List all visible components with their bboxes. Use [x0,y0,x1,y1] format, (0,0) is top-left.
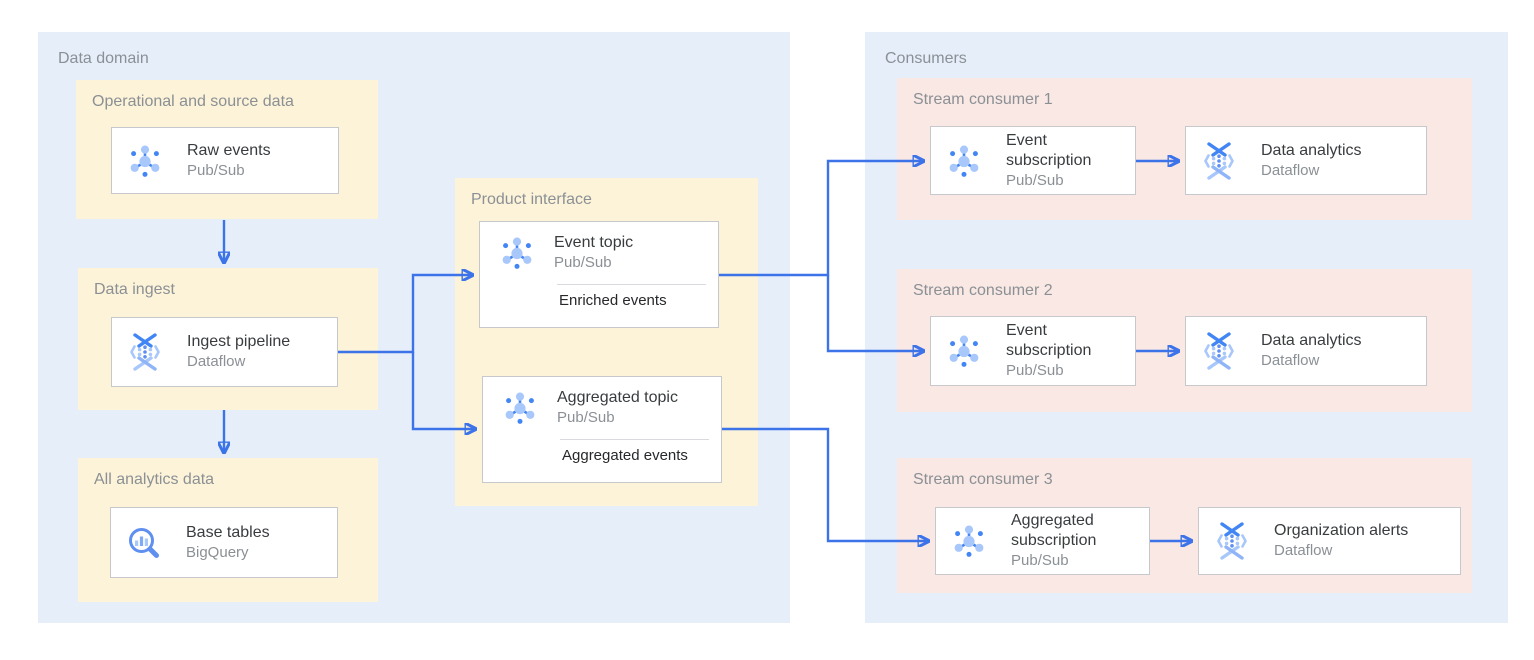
pubsub-icon [125,141,165,181]
card-title: Event topic [554,234,634,251]
card-event-subscription-2: Event subscription Pub/Sub [930,316,1136,386]
pubsub-icon [500,388,540,428]
card-data-analytics-1: Data analytics Dataflow [1185,126,1427,195]
card-title: Event subscription [1006,131,1092,169]
pubsub-icon [949,521,989,561]
data-domain-label: Data domain [58,50,149,67]
bigquery-icon [124,523,164,563]
card-subtitle: Pub/Sub [554,254,612,271]
card-text: Event subscription Pub/Sub [1006,131,1135,191]
card-base-tables: Base tables BigQuery [110,507,338,578]
card-title: Organization alerts [1274,522,1409,539]
group-analytics-label: All analytics data [94,471,215,488]
card-subtitle: Pub/Sub [557,409,615,426]
card-subtitle: BigQuery [186,543,249,561]
consumers-label: Consumers [885,50,967,67]
card-text: Base tables BigQuery [186,523,270,563]
card-subtitle: Dataflow [1274,542,1333,559]
card-subtitle: Dataflow [1261,352,1320,369]
card-event-subscription-1: Event subscription Pub/Sub [930,126,1136,195]
card-text: Event topic Pub/Sub [554,233,633,273]
card-divider [557,284,706,285]
card-text: Aggregated subscription Pub/Sub [1011,511,1149,571]
pubsub-icon [497,233,537,273]
card-subtitle: Pub/Sub [1006,171,1064,189]
card-text: Raw events Pub/Sub [187,141,271,181]
pubsub-icon [944,141,984,181]
card-aggregated-topic: Aggregated topic Pub/Sub Aggregated even… [482,376,722,483]
dataflow-icon [1199,331,1239,371]
group-consumer-3-label: Stream consumer 3 [913,471,1053,488]
card-text: Data analytics Dataflow [1261,331,1362,371]
card-ingest-pipeline: Ingest pipeline Dataflow [111,317,338,387]
card-subtitle: Dataflow [1261,161,1320,179]
group-consumer-2-label: Stream consumer 2 [913,282,1053,299]
group-consumer-1-label: Stream consumer 1 [913,91,1053,108]
card-text: Organization alerts Dataflow [1274,521,1408,561]
card-divider [560,439,709,440]
card-row: Aggregated topic Pub/Sub [483,388,721,428]
card-organization-alerts: Organization alerts Dataflow [1198,507,1461,575]
card-raw-events: Raw events Pub/Sub [111,127,339,194]
card-title: Ingest pipeline [187,333,291,350]
pubsub-icon [944,331,984,371]
card-event-topic: Event topic Pub/Sub Enriched events [479,221,719,328]
card-text: Aggregated topic Pub/Sub [557,388,678,428]
group-product-interface-label: Product interface [471,191,592,208]
card-subtitle: Pub/Sub [1011,552,1069,569]
card-text: Event subscription Pub/Sub [1006,321,1135,381]
card-title: Data analytics [1261,141,1362,159]
card-title: Aggregated topic [557,389,678,406]
group-ingest-label: Data ingest [94,281,175,298]
group-operational-label: Operational and source data [92,93,294,110]
dataflow-icon [125,332,165,372]
card-title: Base tables [186,523,270,541]
topic-badge: Enriched events [559,292,667,309]
card-subtitle: Pub/Sub [187,161,245,179]
card-title: Aggregated subscription [1011,512,1097,549]
card-title: Event subscription [1006,322,1092,359]
card-subtitle: Pub/Sub [1006,362,1064,379]
card-title: Data analytics [1261,332,1362,349]
dataflow-icon [1199,141,1239,181]
card-text: Ingest pipeline Dataflow [187,332,290,372]
card-title: Raw events [187,141,271,159]
card-text: Data analytics Dataflow [1261,141,1362,181]
card-subtitle: Dataflow [187,353,246,370]
card-row: Event topic Pub/Sub [480,233,718,273]
card-aggregated-subscription: Aggregated subscription Pub/Sub [935,507,1150,575]
card-data-analytics-2: Data analytics Dataflow [1185,316,1427,386]
dataflow-icon [1212,521,1252,561]
topic-badge: Aggregated events [562,447,688,464]
